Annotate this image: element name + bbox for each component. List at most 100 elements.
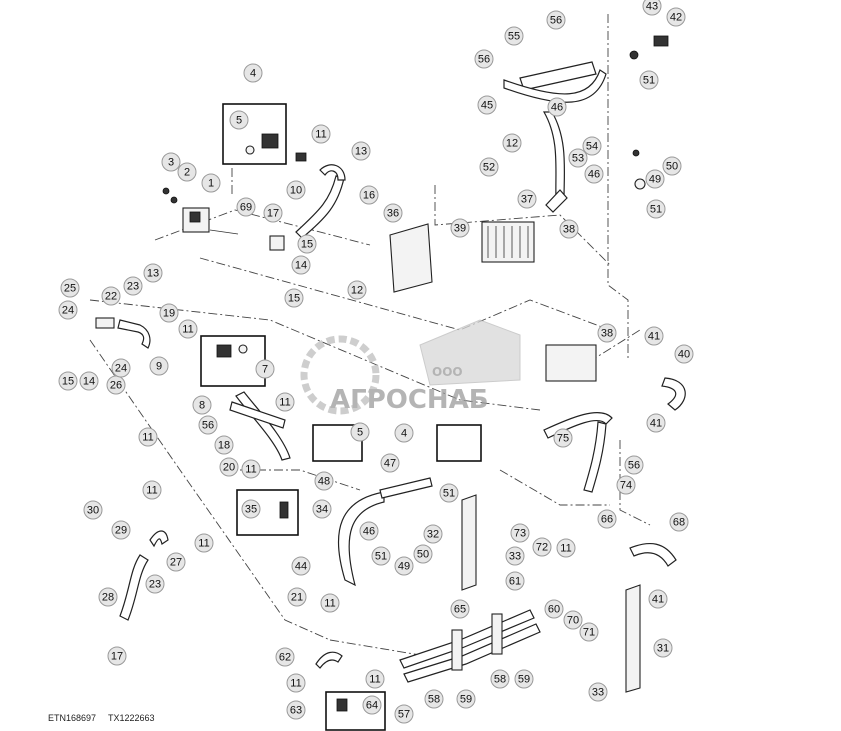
callout-bubble	[380, 453, 400, 473]
callout-2: 2	[177, 162, 197, 182]
callout-bubble	[291, 556, 311, 576]
callout-number: 59	[460, 694, 472, 706]
callout-56: 56	[474, 49, 494, 69]
callout-number: 41	[650, 418, 662, 430]
bracket-31	[625, 584, 641, 693]
callout-bubble	[502, 133, 522, 153]
figure-code: ETN168697	[48, 713, 96, 723]
callout-36: 36	[383, 203, 403, 223]
callout-number: 28	[102, 592, 114, 604]
callout-61: 61	[505, 571, 525, 591]
callout-bubble	[644, 326, 664, 346]
callout-32: 32	[423, 524, 443, 544]
hose-74	[583, 421, 607, 493]
callout-bubble	[383, 203, 403, 223]
callout-bubble	[287, 587, 307, 607]
assembly-dash-lines	[89, 14, 651, 656]
callout-number: 7	[262, 364, 268, 376]
callout-number: 33	[509, 551, 521, 563]
callout-number: 14	[83, 376, 95, 388]
callout-number: 25	[64, 283, 76, 295]
watermark: ООО АГРОСНАБ	[300, 319, 521, 415]
bracket-32	[461, 494, 477, 591]
callout-number: 37	[521, 194, 533, 206]
callout-33: 33	[588, 682, 608, 702]
callout-bubble	[646, 199, 666, 219]
bolt-50	[632, 149, 640, 157]
hose-56-mid	[229, 401, 286, 429]
parts	[95, 35, 686, 712]
callout-51: 51	[646, 199, 666, 219]
callout-54: 54	[582, 136, 602, 156]
hose-47	[379, 477, 433, 499]
callout-bubble	[584, 164, 604, 184]
callout-number: 57	[398, 709, 410, 721]
callout-number: 5	[357, 427, 363, 439]
hose-62	[315, 651, 343, 669]
callout-number: 51	[443, 488, 455, 500]
callout-bubble	[359, 521, 379, 541]
callout-5: 5	[350, 422, 370, 442]
callout-bubble	[159, 303, 179, 323]
callout-number: 69	[240, 202, 252, 214]
callout-number: 29	[115, 525, 127, 537]
callout-number: 53	[572, 153, 584, 165]
valve-detail-7	[216, 344, 232, 358]
callout-number: 38	[563, 224, 575, 236]
callout-43: 43	[642, 0, 662, 16]
bracket-22	[95, 317, 115, 329]
valve-1-port	[189, 211, 201, 223]
callout-number: 75	[557, 433, 569, 445]
callout-bubble	[666, 7, 686, 27]
callout-bubble	[243, 63, 263, 83]
callout-number: 70	[567, 615, 579, 627]
detail-box-4	[222, 103, 287, 165]
callout-11: 11	[286, 673, 306, 693]
callout-73: 73	[510, 523, 530, 543]
callout-70: 70	[563, 610, 583, 630]
callout-number: 34	[316, 504, 328, 516]
callout-bubble	[674, 344, 694, 364]
bolt-2	[170, 196, 178, 204]
callout-64: 64	[362, 695, 382, 715]
callout-49: 49	[394, 556, 414, 576]
harvester-logo-icon	[419, 319, 521, 386]
callout-bubble	[166, 552, 186, 572]
callout-number: 21	[291, 592, 303, 604]
callout-bubble	[198, 415, 218, 435]
callout-number: 45	[481, 100, 493, 112]
callout-bubble	[662, 156, 682, 176]
callout-number: 56	[550, 15, 562, 27]
fitting-11-top	[295, 152, 307, 162]
hose-68	[629, 542, 677, 567]
callout-19: 19	[159, 303, 179, 323]
detail-box-63	[325, 691, 386, 731]
valve-detail-4	[261, 133, 279, 149]
callout-bubble	[553, 428, 573, 448]
callout-number: 63	[290, 705, 302, 717]
callout-31: 31	[653, 638, 673, 658]
callout-number: 11	[245, 464, 256, 476]
fitting-35	[279, 501, 289, 519]
callout-bubble	[645, 169, 665, 189]
callout-number: 27	[170, 557, 182, 569]
callout-number: 11	[142, 432, 153, 444]
callout-72: 72	[532, 537, 552, 557]
callout-20: 20	[219, 457, 239, 477]
detail-box-4-lower	[312, 424, 363, 462]
callout-30: 30	[83, 500, 103, 520]
callout-number: 10	[290, 185, 302, 197]
callout-bubble	[456, 689, 476, 709]
clamp-51-top	[629, 50, 639, 60]
callout-number: 36	[387, 208, 399, 220]
callout-number: 52	[483, 162, 495, 174]
fitting-42	[653, 35, 669, 47]
ring-5	[245, 145, 255, 155]
callout-bubble	[546, 10, 566, 30]
callout-bubble	[514, 669, 534, 689]
callout-26: 26	[106, 375, 126, 395]
callout-bubble	[669, 512, 689, 532]
callout-bubble	[143, 263, 163, 283]
callout-number: 2	[184, 167, 190, 179]
callout-11: 11	[241, 459, 261, 479]
